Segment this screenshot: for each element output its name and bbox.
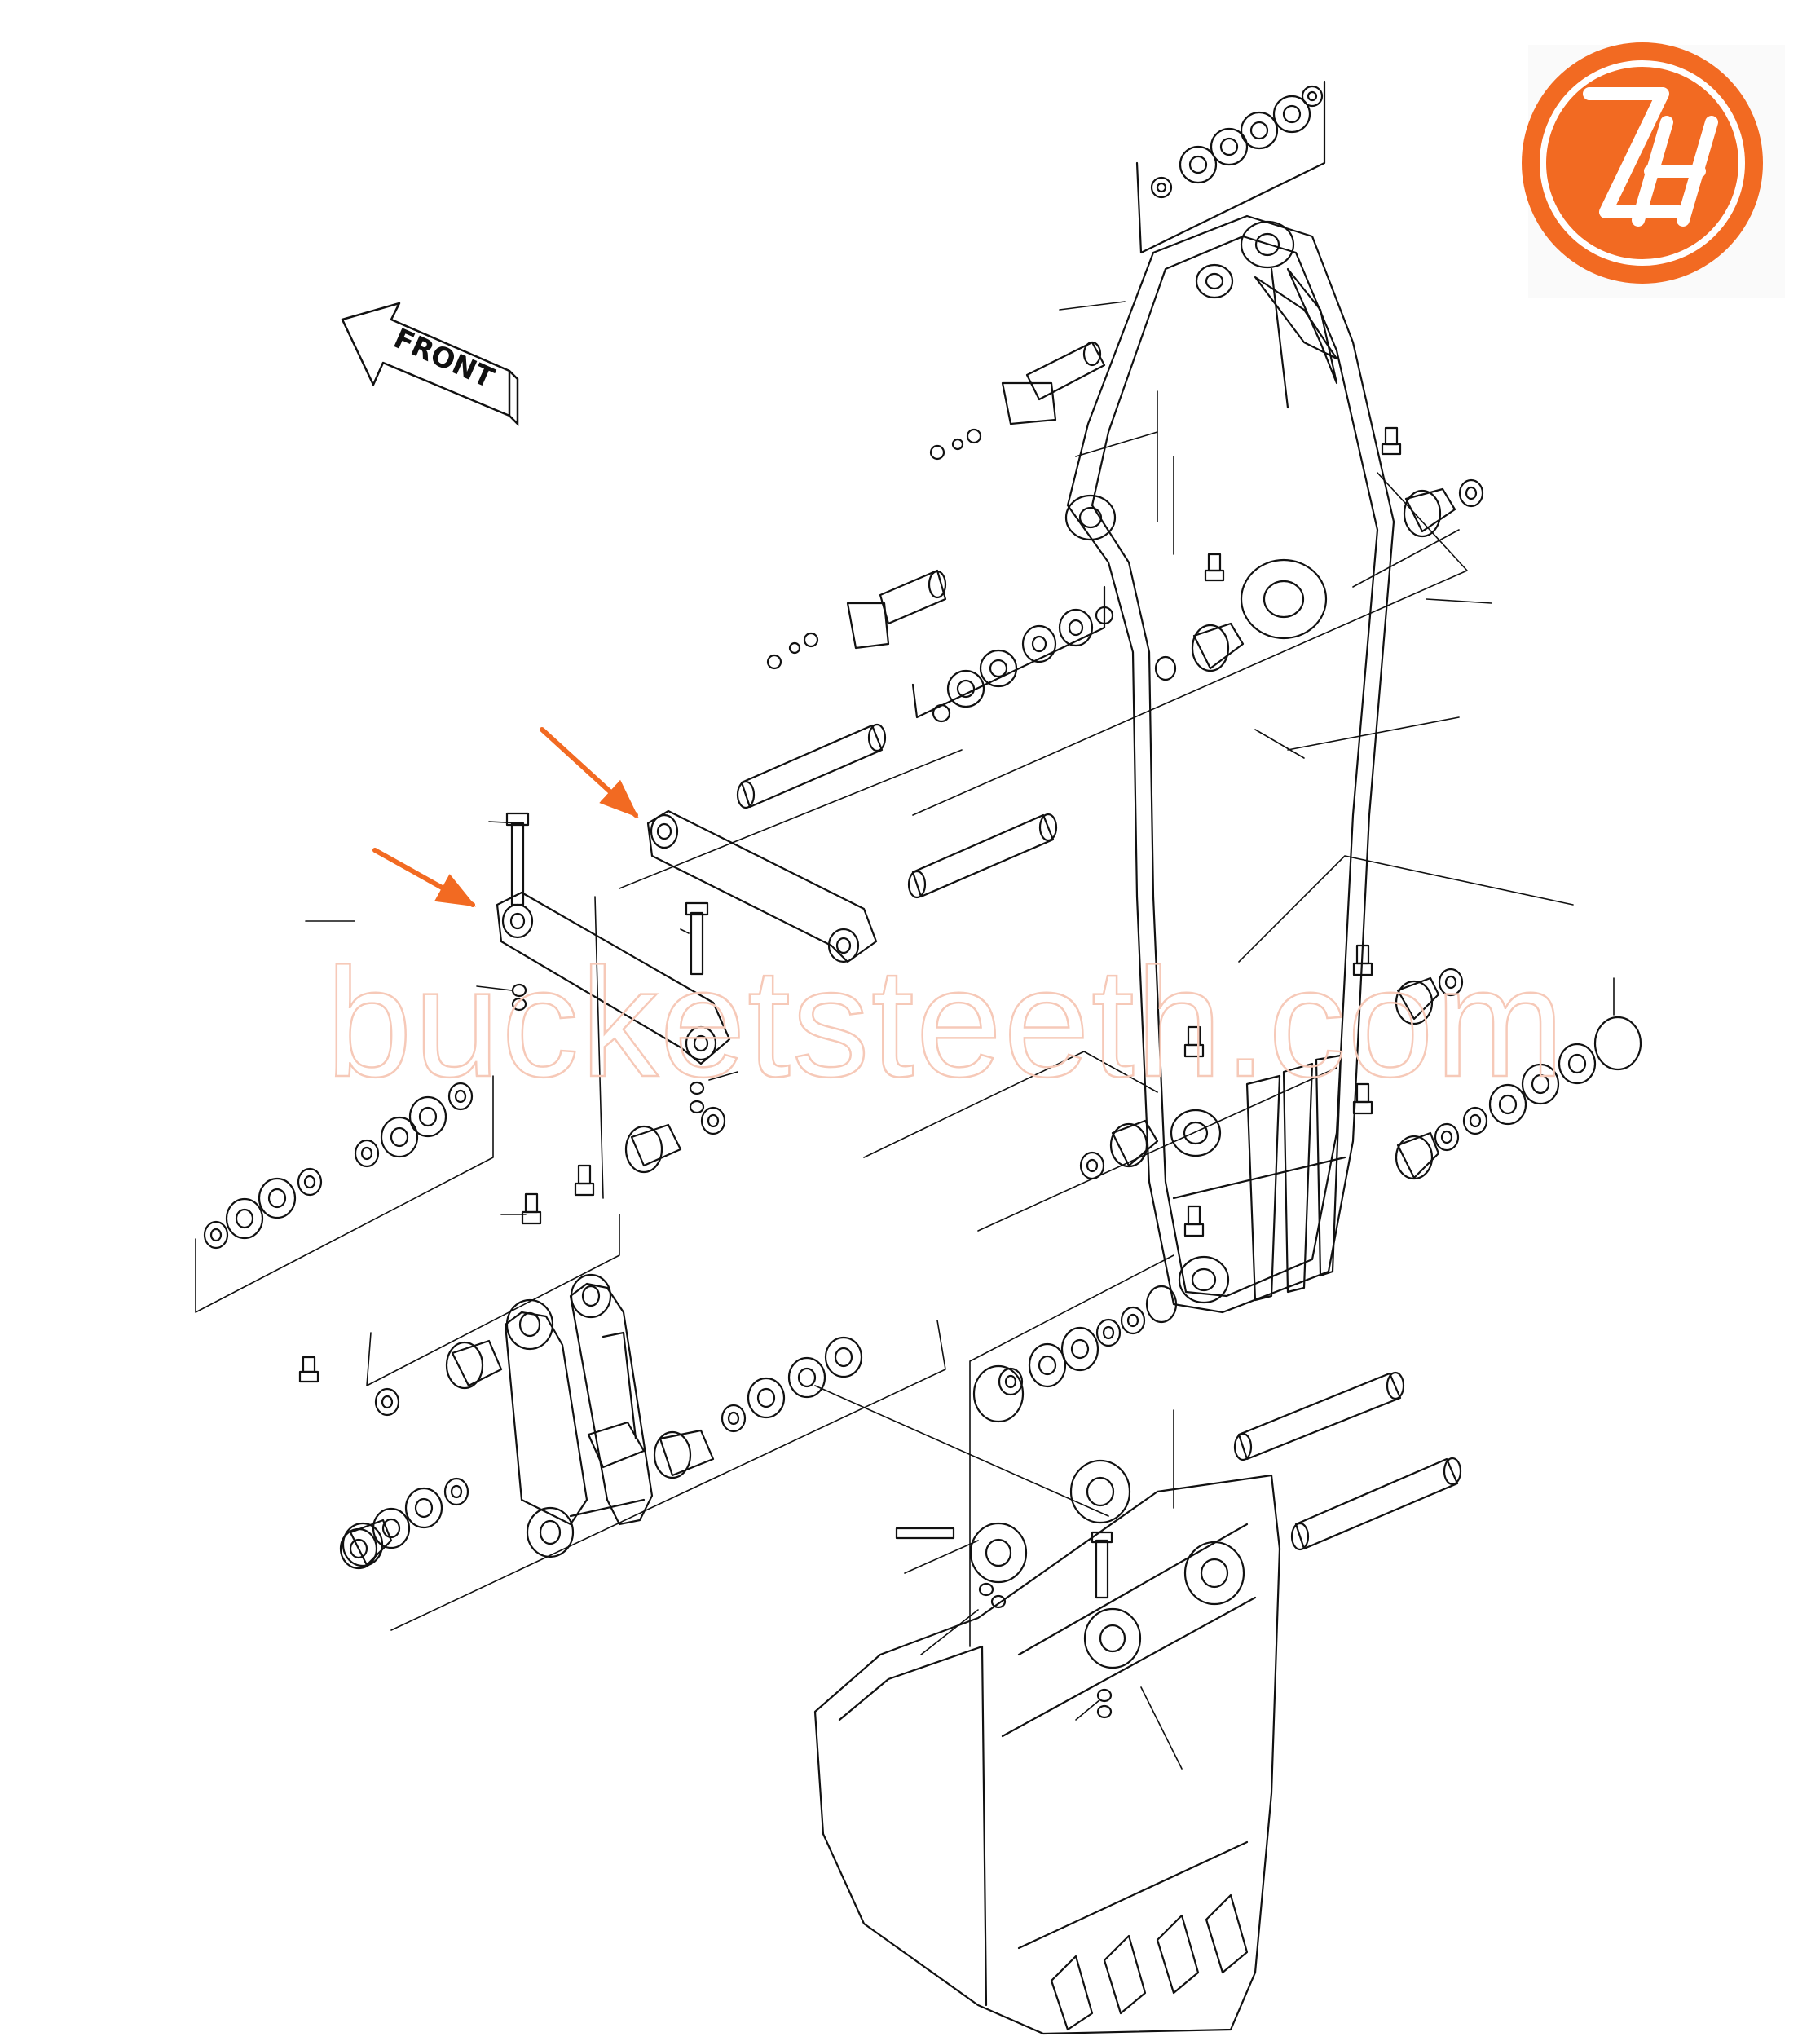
front-direction-indicator: FRONT: [341, 302, 519, 427]
bolts: [505, 812, 709, 1114]
bucket: [813, 1459, 1281, 2035]
washer-stack-top: [1135, 80, 1326, 254]
watermark: bucketsteeth.com: [326, 937, 1566, 1109]
link-upper: [646, 809, 878, 963]
grease-fittings: [298, 426, 1402, 1383]
callout-arrow-lower: [372, 848, 477, 907]
arm: [1064, 214, 1395, 1314]
pins-upper: [736, 341, 1462, 1551]
zh-logo: [1522, 42, 1785, 298]
washer-stacks-left: [203, 1082, 863, 1570]
washers-lower-right: [972, 1119, 1178, 1423]
washers-mid: [911, 478, 1642, 1180]
callout-arrow-upper: [540, 727, 639, 818]
h-link: [504, 1273, 654, 1558]
leader-lines: [195, 301, 1615, 1770]
